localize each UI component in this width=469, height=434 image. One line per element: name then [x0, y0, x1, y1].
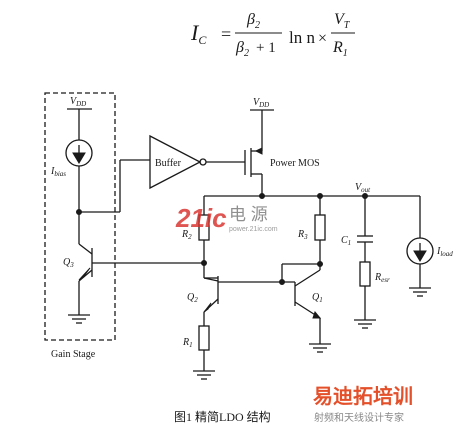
logo-dianyuan-text: 电 源 — [229, 205, 268, 224]
power-mos-arrow-icon — [254, 147, 263, 155]
junction-node — [317, 261, 323, 267]
figure-caption: 图1 精简LDO 结构 — [174, 409, 271, 424]
resistor-resr — [359, 261, 371, 287]
current-formula: IC = β2 β2 + 1 ln n × VT R1 — [190, 11, 355, 59]
formula-equals: = — [221, 24, 231, 44]
junction-node — [317, 193, 323, 199]
logo-url-text: power.21ic.com — [229, 226, 278, 233]
resistor-r1 — [198, 325, 210, 351]
junction-node — [76, 209, 82, 215]
c1-label: C1 — [341, 235, 351, 247]
ground-symbols — [68, 287, 431, 380]
corner-watermark-subtitle: 射频和天线设计专家 — [314, 411, 404, 424]
corner-watermark-title: 易迪拓培训 — [313, 384, 413, 408]
buffer-amplifier — [149, 134, 202, 190]
corner-watermark: 易迪拓培训 射频和天线设计专家 — [313, 384, 413, 424]
vdd-left-label: VDD — [70, 96, 86, 108]
junction-node — [201, 260, 207, 266]
formula-r1: R1 — [332, 39, 348, 59]
junction-node — [279, 279, 285, 285]
iload-arrow-icon — [413, 250, 427, 262]
q3-emitter-arrow-icon — [78, 267, 91, 281]
power-mos-label: Power MOS — [270, 158, 320, 169]
r2-label: R2 — [181, 229, 192, 241]
r1-label: R1 — [182, 337, 193, 349]
q1-emitter-arrow-icon — [312, 310, 322, 319]
logo-watermark: 21ic 电 源 power.21ic.com — [175, 203, 278, 233]
resr-label: Resr — [374, 272, 390, 284]
ibias-arrow-icon — [72, 152, 86, 164]
q3-label: Q3 — [63, 257, 74, 269]
vdd-top-label: VDD — [253, 97, 269, 109]
arrows-and-nodes — [72, 147, 427, 319]
formula-vt: VT — [334, 11, 351, 31]
buffer-label: Buffer — [155, 158, 182, 169]
iload-label: Iload — [436, 246, 453, 258]
q1-label: Q1 — [312, 292, 323, 304]
component-labels: VDD VDD Ibias Buffer Power MOS Vout Q3 Q… — [50, 96, 453, 360]
junction-node — [362, 193, 368, 199]
gain-stage-box — [44, 92, 116, 341]
formula-numerator: β2 — [246, 11, 260, 31]
q2-emitter-arrow-icon — [203, 302, 212, 313]
formula-denominator-beta: β2 — [235, 39, 249, 59]
r3-label: R3 — [297, 229, 308, 241]
formula-denominator-plus: + 1 — [256, 40, 276, 56]
junction-node — [259, 193, 265, 199]
ibias-label: Ibias — [50, 166, 66, 178]
formula-times: × — [318, 30, 327, 47]
gain-stage-label: Gain Stage — [51, 349, 96, 360]
q2-label: Q2 — [187, 292, 198, 304]
resistor-r3 — [314, 214, 326, 241]
formula-ln: ln n — [289, 28, 315, 47]
formula-ic: IC — [190, 20, 207, 47]
vout-label: Vout — [355, 182, 371, 194]
logo-21ic-text: 21ic — [175, 203, 227, 233]
